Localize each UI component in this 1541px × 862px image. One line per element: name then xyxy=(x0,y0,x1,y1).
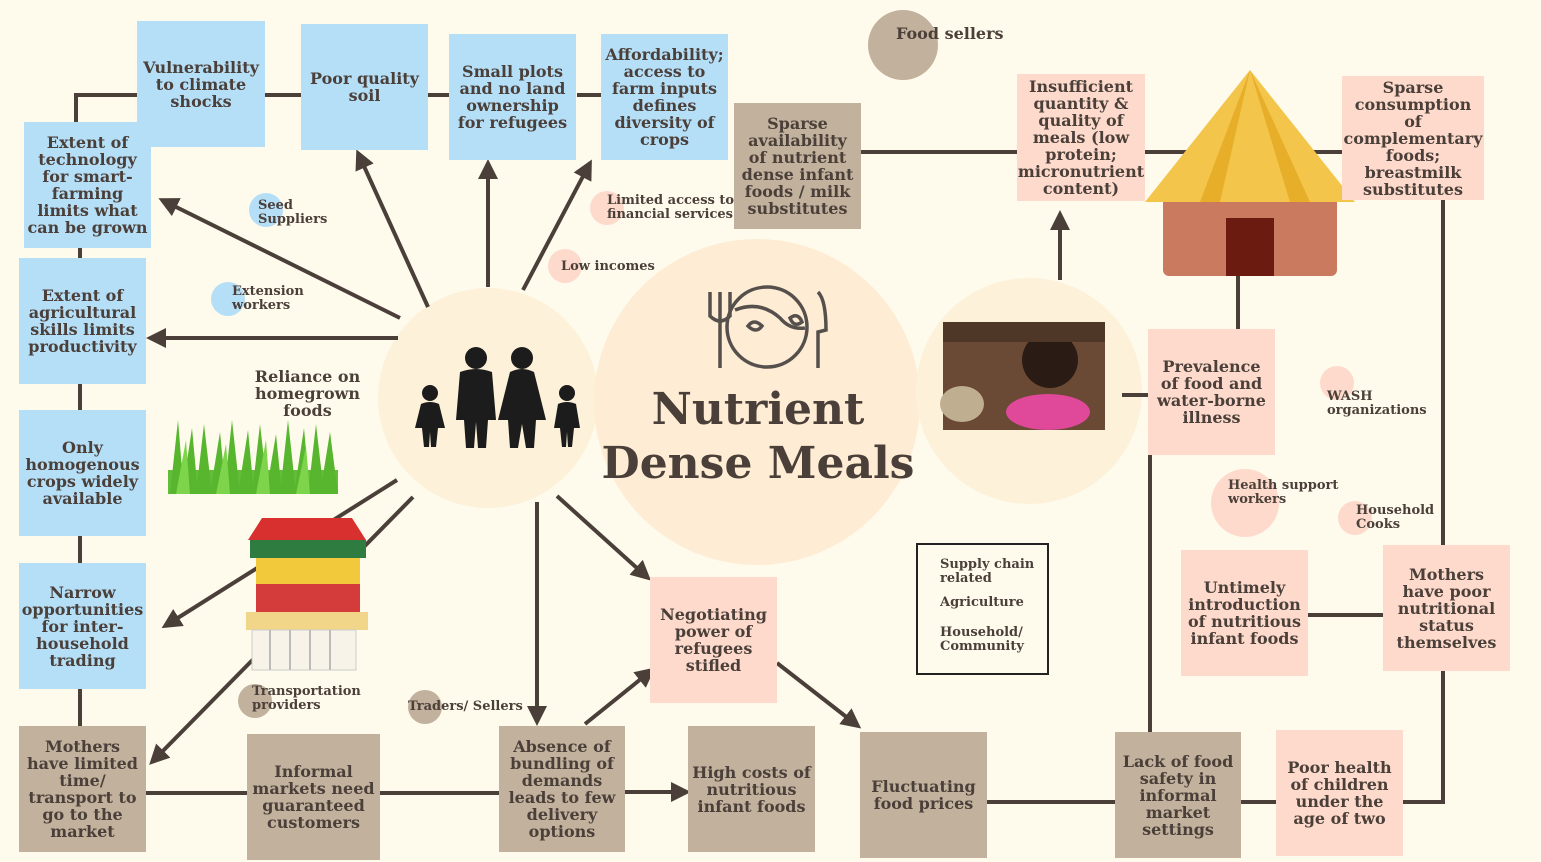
low-incomes-label: Low incomes xyxy=(561,259,655,274)
market-stall-image xyxy=(246,518,368,671)
limited-access-dot xyxy=(590,191,624,225)
seed-suppliers-label: Seed Suppliers xyxy=(258,198,328,227)
low-incomes-dot xyxy=(548,249,582,283)
node-sparse-consumption: Sparse consumption of complementary food… xyxy=(1342,76,1484,200)
node-negotiating: Negotiating power of refugees stifled xyxy=(650,577,777,703)
node-vulnerability: Vulnerability to climate shocks xyxy=(137,21,265,147)
household-cooks-label: Household Cooks xyxy=(1356,503,1435,532)
node-affordability: Affordability; access to farm inputs def… xyxy=(601,34,728,160)
node-narrow-trading: Narrow opportunities for inter-household… xyxy=(19,563,146,689)
legend-agriculture-label: Agriculture xyxy=(940,595,1024,610)
node-fluctuating: Fluctuating food prices xyxy=(860,732,987,858)
connector-lines xyxy=(74,93,1445,804)
household-cooks-dot xyxy=(1338,501,1372,535)
node-poor-health: Poor health of children under the age of… xyxy=(1276,730,1403,856)
family-icon xyxy=(415,347,580,448)
center-title: Nutrient Dense Meals xyxy=(601,384,915,489)
limited-access-label: Limited access to financial services xyxy=(607,193,735,222)
legend-household-label: Household/ Community xyxy=(940,625,1024,654)
reliance-label: Reliance on homegrown foods xyxy=(254,367,361,420)
node-high-costs: High costs of nutritious infant foods xyxy=(688,726,815,852)
extension-workers-dot xyxy=(211,282,245,316)
node-prevalence: Prevalence of food and water-borne illne… xyxy=(1148,329,1275,455)
health-support-dot xyxy=(1211,469,1279,537)
transport-dot xyxy=(238,684,272,718)
node-agri-skills: Extent of agricultural skills limits pro… xyxy=(19,258,146,384)
node-untimely: Untimely introduction of nutritious infa… xyxy=(1181,550,1308,676)
center-circle xyxy=(594,239,920,565)
hut-image xyxy=(1145,70,1355,276)
node-poor-soil: Poor quality soil xyxy=(301,24,428,150)
extension-workers-label: Extension workers xyxy=(232,284,304,313)
node-insufficient-quantity: Insufficient quantity & quality of meals… xyxy=(1017,74,1145,201)
node-small-plots: Small plots and no land ownership for re… xyxy=(449,34,576,160)
node-absence-bundling: Absence of bundling of demands leads to … xyxy=(499,726,625,852)
health-support-label: Health support workers xyxy=(1228,478,1339,507)
grass-image xyxy=(168,420,338,494)
traders-label: Traders/ Sellers xyxy=(408,699,523,714)
food-sellers-dot xyxy=(868,10,938,80)
node-technology: Extent of technology for smart-farming l… xyxy=(24,122,151,248)
node-sparse-availability: Sparse availability of nutrient dense in… xyxy=(734,103,861,229)
wash-dot xyxy=(1320,366,1354,400)
node-homogenous: Only homogenous crops widely available xyxy=(19,410,146,536)
transport-label: Transportation providers xyxy=(252,684,361,713)
legend-supply-label: Supply chain related xyxy=(940,557,1035,586)
seed-suppliers-dot xyxy=(249,193,283,227)
legend-box xyxy=(916,543,1049,675)
food-sellers-label: Food sellers xyxy=(896,24,1004,43)
child-photo xyxy=(940,322,1105,430)
traders-dot xyxy=(408,690,442,724)
node-mothers-time: Mothers have limited time/ transport to … xyxy=(19,726,146,852)
node-lack-safety: Lack of food safety in informal market s… xyxy=(1115,732,1241,858)
plate-cutlery-icon xyxy=(708,285,828,369)
node-informal-markets: Informal markets need guaranteed custome… xyxy=(247,734,380,860)
node-mothers-poor: Mothers have poor nutritional status the… xyxy=(1383,545,1510,671)
wash-label: WASH organizations xyxy=(1327,389,1427,418)
